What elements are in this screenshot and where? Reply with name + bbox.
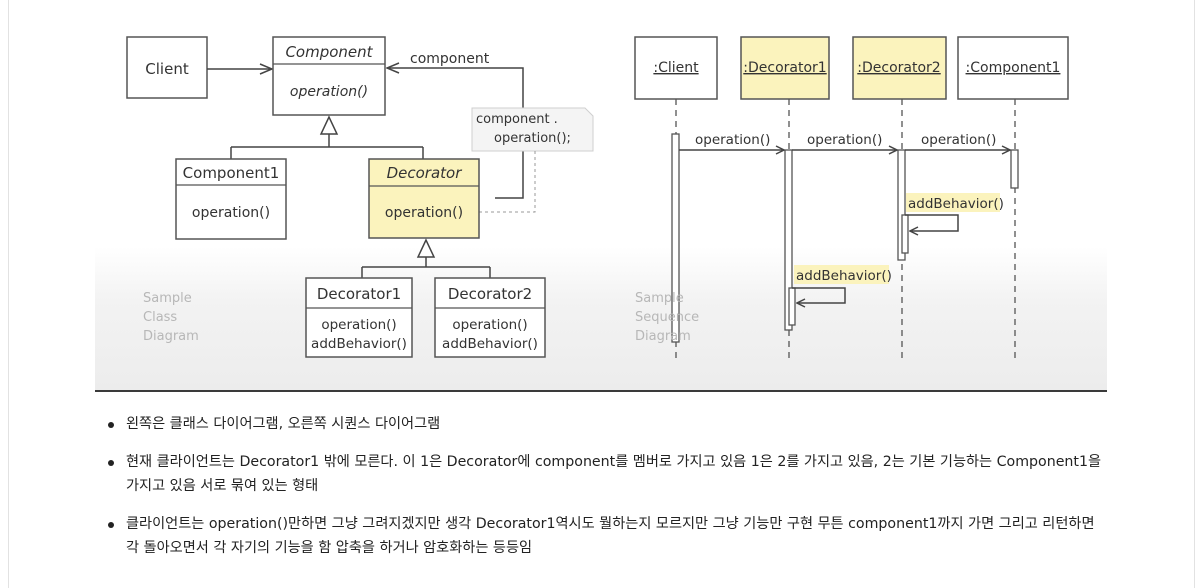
component-operation: operation()	[290, 84, 368, 100]
lifeline-decorator1: :Decorator1	[740, 36, 830, 100]
class-watermark-line2: Class	[143, 310, 177, 325]
decorator-class-box: Decorator operation()	[368, 158, 480, 239]
decorator1-operation: operation()	[321, 317, 396, 333]
class-watermark-line3: Diagram	[143, 329, 199, 344]
message-2-label: operation()	[807, 132, 882, 148]
lifeline-decorator2: :Decorator2	[852, 36, 947, 100]
note-line2: operation();	[494, 131, 571, 146]
self-call-d2-arrow	[905, 214, 959, 231]
activation-bars	[671, 133, 1019, 343]
operation-note: component . operation();	[471, 107, 594, 152]
notes-list: 왼쪽은 클래스 다이어그램, 오른쪽 시퀀스 다이어그램 현재 클라이언트는 D…	[108, 412, 1108, 574]
lifeline-decorator1-label: :Decorator1	[743, 60, 826, 76]
decorator1-class-name: Decorator1	[317, 285, 401, 303]
decorator2-operation: operation()	[452, 317, 527, 333]
generalization-decorator	[361, 238, 491, 278]
note-item: 클라이언트는 operation()만하면 그냥 그려지겠지만 생각 Decor…	[108, 512, 1108, 560]
client-class-box: Client	[126, 36, 208, 99]
activation-decorator2-self	[901, 214, 909, 254]
self-call-d1-label: addBehavior()	[796, 268, 892, 284]
page-border	[8, 0, 1195, 588]
decorator-operation: operation()	[385, 205, 463, 221]
message-1-label: operation()	[695, 132, 770, 148]
figure-bottom-rule	[95, 390, 1107, 392]
bullet-icon	[108, 522, 114, 528]
generalization-component	[230, 115, 424, 159]
class-watermark-line1: Sample	[143, 291, 192, 306]
lifeline-component1-label: :Component1	[966, 60, 1061, 76]
note-connector	[467, 151, 536, 213]
note-item: 왼쪽은 클래스 다이어그램, 오른쪽 시퀀스 다이어그램	[108, 412, 1108, 436]
component1-class-box: Component1 operation()	[175, 158, 287, 240]
activation-decorator2	[897, 149, 906, 261]
lifeline-client-label: :Client	[653, 60, 699, 76]
note-text: 왼쪽은 클래스 다이어그램, 오른쪽 시퀀스 다이어그램	[126, 416, 441, 432]
component-class-box: Component operation()	[272, 36, 386, 116]
self-call-d1-arrow	[792, 287, 846, 303]
client-class-label: Client	[145, 60, 189, 78]
decorator1-addbehavior: addBehavior()	[311, 336, 407, 352]
component-association-label: component	[410, 51, 490, 67]
decorator2-class-box: Decorator2 operation() addBehavior()	[434, 277, 546, 358]
decorator-class-name: Decorator	[387, 164, 463, 182]
self-call-d2-label: addBehavior()	[908, 196, 1004, 212]
decorator-pattern-figure: Client Component operation() component c…	[95, 10, 1107, 392]
lifeline-decorator2-label: :Decorator2	[857, 60, 940, 76]
note-text: 현재 클라이언트는 Decorator1 밖에 모른다. 이 1은 Decora…	[126, 454, 1102, 494]
note-item: 현재 클라이언트는 Decorator1 밖에 모른다. 이 1은 Decora…	[108, 450, 1108, 498]
bullet-icon	[108, 422, 114, 428]
decorator1-class-box: Decorator1 operation() addBehavior()	[305, 277, 413, 358]
decorator2-addbehavior: addBehavior()	[442, 336, 538, 352]
component1-operation: operation()	[192, 205, 270, 221]
uml-diagrams: Client Component operation() component c…	[126, 36, 1069, 358]
message-3-label: operation()	[921, 132, 996, 148]
sequence-watermark-line3: Diagram	[635, 329, 691, 344]
self-call-d2-highlight	[906, 193, 1000, 212]
component-class-name: Component	[285, 43, 373, 61]
activation-decorator1	[784, 149, 793, 331]
lifeline-component1: :Component1	[957, 36, 1069, 100]
component1-class-name: Component1	[183, 164, 280, 182]
bullet-icon	[108, 460, 114, 466]
activation-decorator1-self	[788, 287, 796, 326]
lifeline-client: :Client	[634, 36, 718, 100]
note-text: 클라이언트는 operation()만하면 그냥 그려지겠지만 생각 Decor…	[126, 516, 1095, 556]
sequence-watermark-line2: Sequence	[635, 310, 699, 325]
decorator2-class-name: Decorator2	[448, 285, 532, 303]
note-line1: component .	[476, 112, 558, 127]
activation-client	[671, 133, 680, 343]
sequence-watermark-line1: Sample	[635, 291, 684, 306]
activation-component1	[1010, 149, 1019, 189]
self-call-d1-highlight	[794, 265, 889, 284]
